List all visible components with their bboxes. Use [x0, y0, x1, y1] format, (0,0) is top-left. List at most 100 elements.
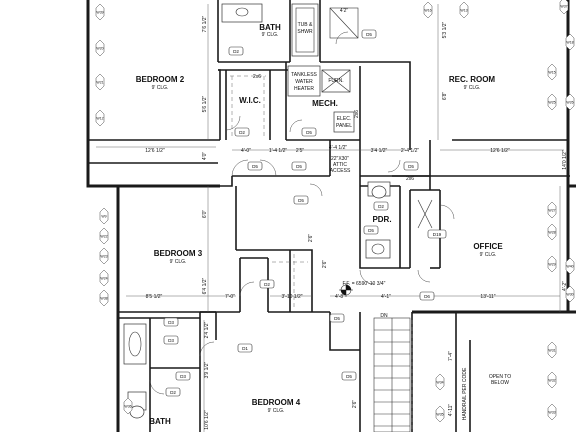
svg-text:D5: D5: [252, 164, 258, 169]
label-handrail: HANDRAIL PER CODE: [462, 367, 468, 420]
label-attic1: 22"X30": [331, 156, 349, 162]
door-tag-d3: D3: [163, 335, 179, 345]
door-tag-d19: D19: [427, 229, 447, 239]
label-elec1: ELEC.: [337, 116, 351, 122]
dim-4-11: 4'-11": [448, 404, 454, 417]
svg-text:D5: D5: [366, 32, 372, 37]
window-tag-w32: W32: [547, 371, 557, 389]
dim-4-8: 4'-8": [335, 294, 345, 300]
window-tag-w33: W33: [547, 403, 557, 421]
svg-text:W9: W9: [101, 215, 106, 219]
door-tag-d2: D2: [259, 279, 275, 289]
svg-text:D1: D1: [242, 346, 248, 351]
svg-text:W39: W39: [96, 11, 103, 15]
svg-text:W32: W32: [548, 379, 555, 383]
door-tags: D2 D5 D2 D5 D5 D5 D5 D5 D5 D19 D2 D6 D3 …: [163, 29, 447, 397]
svg-text:W30: W30: [566, 293, 573, 297]
door-tag-d2: D2: [373, 201, 389, 211]
dimension-lines: [96, 4, 564, 432]
label-tankless3: HEATER: [294, 86, 314, 92]
svg-text:W21: W21: [96, 81, 103, 85]
window-tag-w36: W36: [123, 397, 133, 415]
window-tag-w18: W18: [565, 33, 575, 51]
label-tub1: TUB &: [298, 22, 313, 28]
door-tag-d3: D3: [163, 317, 179, 327]
svg-text:W38: W38: [100, 297, 107, 301]
window-tag-w38: W38: [99, 289, 109, 307]
dim-7-4: 7'-4": [448, 351, 454, 361]
dim-8-5: 8'5 1/2": [146, 294, 163, 300]
svg-text:D5: D5: [346, 374, 352, 379]
label-bedroom4-clg: 9' CLG.: [268, 408, 285, 414]
dim-6-8: 6'8": [442, 92, 448, 101]
tub-fixture: [291, 3, 319, 57]
window-tag-w34: W34: [435, 373, 445, 391]
svg-text:W16: W16: [424, 9, 431, 13]
label-wic: W.I.C.: [239, 96, 261, 105]
dim-2-6c: 2'6": [308, 234, 314, 243]
door-tag-d2: D2: [234, 127, 250, 137]
window-tag-w16: W16: [423, 1, 433, 19]
dimension-labels: 7'6 1/2" 5'6 1/2" 12'6 1/2" 4'0" 4'-0" 1…: [145, 8, 568, 430]
dim-7-6: 7'6 1/2": [202, 15, 208, 32]
vanity-top: [221, 3, 263, 23]
svg-text:D3: D3: [168, 320, 174, 325]
dim-13-11: 13'-11": [480, 294, 495, 300]
window-tag-w23: W23: [99, 247, 109, 265]
svg-text:D6: D6: [424, 294, 430, 299]
door-tag-d5: D5: [329, 313, 345, 323]
dim-2-4b: 2'4 1/2": [204, 321, 210, 338]
svg-text:W35: W35: [436, 413, 443, 417]
wic-shelves: [230, 75, 266, 136]
svg-text:D5: D5: [298, 198, 304, 203]
svg-text:W22: W22: [100, 235, 107, 239]
label-rec-room: REC. ROOM: [449, 75, 496, 84]
label-bath-top: BATH: [259, 23, 281, 32]
svg-text:D5: D5: [334, 316, 340, 321]
svg-text:D5: D5: [408, 164, 414, 169]
label-elec2: PANEL: [336, 123, 352, 129]
dim-4-4: 4'-4 1/2": [329, 145, 348, 151]
bottom-walls: [118, 311, 413, 432]
label-tub2: SHWR: [297, 29, 313, 35]
mech-room: [287, 65, 355, 133]
window-tag-w37: W37: [559, 0, 569, 15]
label-ff: F.F. = 6590'-10 3/4": [343, 281, 386, 287]
bath-bottom-fixtures: [123, 323, 147, 419]
dim-2-6: 2'6": [322, 260, 328, 269]
label-pdr: PDR.: [372, 215, 391, 224]
svg-text:W37: W37: [560, 5, 567, 9]
label-tankless1: TANKLESS: [291, 72, 317, 78]
window-tag-w21: W21: [95, 73, 105, 91]
closet-top: [329, 7, 359, 39]
svg-text:D3: D3: [168, 338, 174, 343]
svg-text:D2: D2: [378, 204, 384, 209]
door-tag-d5: D5: [403, 161, 419, 171]
label-bath-bottom: BATH: [149, 417, 171, 426]
svg-text:W25: W25: [548, 101, 555, 105]
dim-5-3: 5'3 1/2": [442, 21, 448, 38]
dim-10-6: 10'6 1/2": [204, 410, 210, 430]
label-rec-room-clg: 9' CLG.: [464, 85, 481, 91]
label-open1: OPEN TO: [489, 374, 511, 380]
hall-walls: [88, 69, 570, 190]
dim-2x6-mech: 2x6: [354, 110, 360, 118]
dim-3-9: 3'9 1/2": [204, 361, 210, 378]
window-tag-w9: W9: [99, 207, 109, 225]
door-tag-d5: D5: [361, 29, 377, 39]
window-tag-w13: W13: [459, 1, 469, 19]
svg-text:W26: W26: [566, 101, 573, 105]
svg-text:W12: W12: [96, 117, 103, 121]
svg-text:W24: W24: [100, 277, 107, 281]
window-tag-w40: W40: [565, 257, 575, 275]
door-tag-d5: D5: [363, 225, 379, 235]
label-bedroom4: BEDROOM 4: [252, 398, 301, 407]
room-labels: BATH 9' CLG. TUB & SHWR BEDROOM 2 9' CLG…: [136, 22, 511, 426]
label-tankless2: WATER: [295, 79, 313, 85]
label-bedroom2: BEDROOM 2: [136, 75, 185, 84]
dim-4-2: 4'2": [340, 8, 349, 14]
svg-text:W18: W18: [566, 41, 573, 45]
door-tag-d5: D5: [247, 161, 263, 171]
